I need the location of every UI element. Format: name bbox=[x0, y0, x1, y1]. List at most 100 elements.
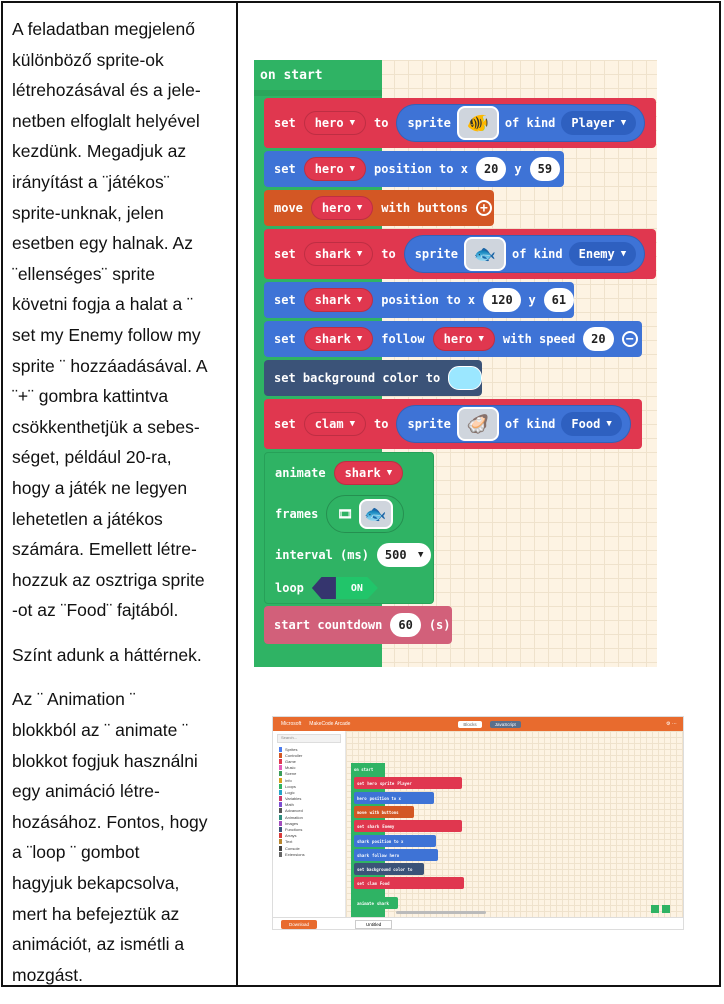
start-countdown-block[interactable]: start countdown 60 (s) bbox=[264, 606, 452, 644]
mini-category-sprites[interactable]: Sprites bbox=[273, 746, 345, 752]
mini-tab-js[interactable]: JavaScript bbox=[489, 720, 521, 728]
shark-dropdown[interactable]: shark▼ bbox=[303, 288, 374, 312]
mini-category-logic[interactable]: Logic bbox=[273, 789, 345, 795]
mini-project-name[interactable]: Untitled bbox=[355, 920, 393, 929]
clam-label: clam bbox=[314, 417, 344, 431]
background-color-block[interactable]: set background color to bbox=[264, 360, 482, 396]
mini-settings-icon[interactable]: ⚙ ⋯ bbox=[666, 721, 677, 727]
shark-dropdown[interactable]: shark▼ bbox=[303, 327, 374, 351]
mini-category-loops[interactable]: Loops bbox=[273, 783, 345, 789]
kw-set-background: set background color to bbox=[274, 371, 441, 385]
mini-category-game[interactable]: Game bbox=[273, 758, 345, 764]
sprite-reporter[interactable]: sprite 🐠 of kind Player▼ bbox=[396, 104, 646, 142]
animate-block[interactable]: animate shark▼ frames 🎞 🐟 interval (ms) … bbox=[264, 452, 434, 604]
category-color-icon bbox=[279, 758, 282, 764]
mini-category-info[interactable]: Info bbox=[273, 777, 345, 783]
mini-category-scene[interactable]: Scene bbox=[273, 771, 345, 777]
mini-tab-blocks[interactable]: Blocks bbox=[458, 720, 482, 728]
mini-download-button[interactable]: Download bbox=[281, 920, 318, 929]
kw-frames: frames bbox=[275, 507, 319, 521]
mini-search-input[interactable]: Search... bbox=[277, 734, 341, 743]
mini-category-label: Advanced bbox=[285, 808, 303, 814]
hero-label: hero bbox=[314, 162, 344, 176]
category-color-icon bbox=[279, 827, 282, 833]
mini-kw: hero bbox=[357, 795, 367, 801]
category-color-icon bbox=[279, 839, 282, 845]
mini-zoom-out-icon[interactable] bbox=[662, 905, 670, 913]
mini-product: MakeCode Arcade bbox=[309, 721, 351, 727]
mini-zoom-in-icon[interactable] bbox=[651, 905, 659, 913]
kw-of-kind: of kind bbox=[512, 247, 563, 261]
shark-x-input[interactable]: 120 bbox=[483, 288, 521, 312]
hero-dropdown[interactable]: hero▼ bbox=[303, 111, 367, 135]
mini-category-math[interactable]: Math bbox=[273, 802, 345, 808]
hero-dropdown[interactable]: hero▼ bbox=[432, 327, 495, 351]
mini-category-text[interactable]: Text bbox=[273, 839, 345, 845]
interval-dropdown[interactable]: 500 ▼ bbox=[376, 543, 432, 567]
mini-category-images[interactable]: Images bbox=[273, 820, 345, 826]
category-color-icon bbox=[279, 845, 282, 851]
hero-dropdown[interactable]: hero▼ bbox=[303, 157, 367, 181]
countdown-input[interactable]: 60 bbox=[390, 613, 421, 637]
mini-category-arrays[interactable]: Arrays bbox=[273, 833, 345, 839]
loop-toggle[interactable]: ON bbox=[311, 577, 378, 599]
mini-category-variables[interactable]: Variables bbox=[273, 796, 345, 802]
minus-icon[interactable]: − bbox=[621, 331, 638, 347]
mini-category-music[interactable]: Music bbox=[273, 765, 345, 771]
sprite-reporter[interactable]: sprite 🦪 of kind Food▼ bbox=[396, 405, 631, 443]
kw-set: set bbox=[274, 332, 296, 346]
kw-with-speed: with speed bbox=[502, 332, 576, 346]
frames-picker[interactable]: 🎞 🐟 bbox=[326, 495, 404, 533]
shark-dropdown[interactable]: shark▼ bbox=[333, 461, 404, 485]
fish-sprite-icon[interactable]: 🐠 bbox=[456, 106, 499, 140]
player-kind-dropdown[interactable]: Player▼ bbox=[561, 111, 637, 135]
set-hero-block[interactable]: set hero▼ to sprite 🐠 of kind Player▼ bbox=[264, 98, 656, 148]
shark-position-block[interactable]: set shark▼ position to x 120 y 61 bbox=[264, 282, 574, 318]
move-with-buttons-block[interactable]: move hero▼ with buttons + bbox=[264, 190, 494, 226]
clam-dropdown[interactable]: clam▼ bbox=[303, 412, 367, 436]
hero-y-input[interactable]: 59 bbox=[529, 157, 561, 181]
sprite-reporter[interactable]: sprite 🐟 of kind Enemy▼ bbox=[403, 235, 646, 273]
plus-icon[interactable]: + bbox=[475, 200, 492, 216]
mini-bg-color[interactable]: set background color to bbox=[354, 863, 424, 875]
shark-y-input[interactable]: 61 bbox=[543, 288, 574, 312]
mini-category-console[interactable]: Console bbox=[273, 845, 345, 851]
mini-kw: shark bbox=[357, 852, 370, 858]
mini-category-animation[interactable]: Animation bbox=[273, 814, 345, 820]
mini-category-functions[interactable]: Functions bbox=[273, 826, 345, 833]
set-shark-block[interactable]: set shark▼ to sprite 🐟 of kind Enemy▼ bbox=[264, 229, 656, 279]
mini-category-extensions[interactable]: Extensions bbox=[273, 851, 345, 857]
mini-kw: animate bbox=[357, 900, 374, 906]
enemy-kind-dropdown[interactable]: Enemy▼ bbox=[568, 242, 637, 266]
clam-sprite-icon[interactable]: 🦪 bbox=[456, 407, 499, 441]
mini-category-label: Controller bbox=[285, 752, 303, 758]
mini-category-label: Sprites bbox=[285, 746, 298, 752]
speed-input[interactable]: 20 bbox=[583, 327, 614, 351]
set-clam-block[interactable]: set clam▼ to sprite 🦪 of kind Food▼ bbox=[264, 399, 642, 449]
paragraph-intro: A feladatban megjelenő különböző sprite-… bbox=[12, 19, 208, 621]
follow-block[interactable]: set shark▼ follow hero▼ with speed 20 − bbox=[264, 321, 642, 357]
hero-dropdown[interactable]: hero▼ bbox=[310, 196, 374, 220]
animate-row: animate shark▼ bbox=[275, 461, 404, 485]
color-swatch[interactable] bbox=[448, 366, 482, 390]
mini-category-controller[interactable]: Controller bbox=[273, 752, 345, 758]
mini-scrollbar[interactable] bbox=[396, 911, 486, 914]
food-kind-dropdown[interactable]: Food▼ bbox=[561, 412, 622, 436]
shark-sprite-icon[interactable]: 🐟 bbox=[464, 237, 507, 271]
hero-position-block[interactable]: set hero▼ position to x 20 y 59 bbox=[264, 151, 564, 187]
shark-dropdown[interactable]: shark▼ bbox=[303, 242, 374, 266]
hero-x-input[interactable]: 20 bbox=[475, 157, 507, 181]
mini-category-advanced[interactable]: Advanced bbox=[273, 808, 345, 814]
kw-follow: follow bbox=[381, 332, 425, 346]
shark-frame-icon[interactable]: 🐟 bbox=[358, 499, 393, 529]
